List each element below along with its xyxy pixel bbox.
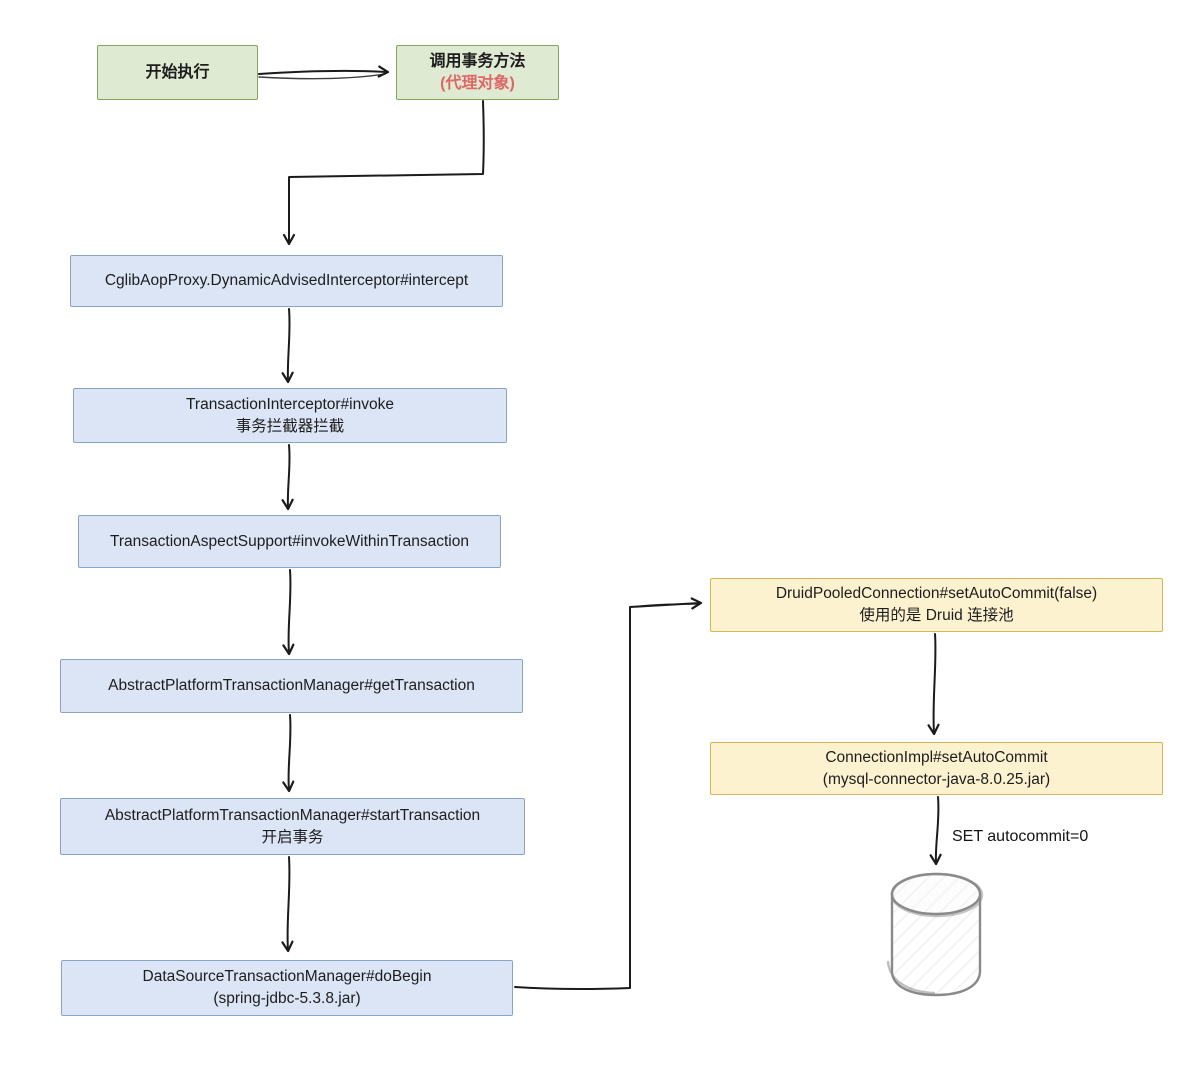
database-top-hatch [892,874,980,914]
node-call-tx-method-sub: (代理对象) [440,74,515,92]
node-tx-interceptor-invoke-sub: 事务拦截器拦截 [235,417,345,435]
node-tx-aspect-support[interactable]: TransactionAspectSupport#invokeWithinTra… [78,515,501,568]
database-top-fill [892,874,980,914]
edge-start-to-call-sketch [258,73,386,80]
database-body-hatch [892,894,980,995]
node-do-begin-sub: (spring-jdbc-5.3.8.jar) [213,990,361,1007]
node-connectionimpl-set-autocommit-sub: (mysql-connector-java-8.0.25.jar) [822,770,1051,788]
edge-dobegin-to-druid [514,597,703,990]
edge-starttx-to-dobegin [281,856,294,953]
node-do-begin[interactable]: DataSourceTransactionManager#doBegin (sp… [61,960,513,1016]
database-top-outline [890,872,982,916]
node-start-transaction-sub: 开启事务 [261,828,324,846]
edge-invoke-to-aspect [281,444,294,511]
node-tx-aspect-support-label: TransactionAspectSupport#invokeWithinTra… [110,532,469,550]
edge-connimpl-to-db [929,796,942,866]
node-cglib-intercept-label: CglibAopProxy.DynamicAdvisedInterceptor#… [104,272,469,289]
database-body-outline [890,891,982,997]
edge-druid-to-connimpl [927,633,940,736]
node-call-tx-method-label: 调用事务方法 [429,52,526,70]
edge-start-to-call [258,65,390,78]
edge-intercept-to-invoke [281,308,294,384]
database-bottom-sketch [886,960,936,995]
node-start[interactable]: 开始执行 [97,45,258,100]
node-do-begin-label: DataSourceTransactionManager#doBegin [142,968,432,985]
edge-dobegin-to-druid-sketch [631,603,699,608]
node-druid-set-autocommit-label: DruidPooledConnection#setAutoCommit(fals… [775,585,1098,602]
edge-gettx-to-starttx [282,714,295,793]
node-connectionimpl-set-autocommit-label: ConnectionImpl#setAutoCommit [825,748,1048,766]
sql-statement-label: SET autocommit=0 [952,828,1089,845]
node-cglib-intercept[interactable]: CglibAopProxy.DynamicAdvisedInterceptor#… [70,255,503,307]
node-start-label: 开始执行 [145,63,210,81]
node-start-transaction-label: AbstractPlatformTransactionManager#start… [104,806,481,824]
edge-aspect-to-gettx [282,569,295,656]
node-tx-interceptor-invoke-label: TransactionInterceptor#invoke [186,395,394,413]
database-icon[interactable] [886,872,984,997]
node-druid-set-autocommit[interactable]: DruidPooledConnection#setAutoCommit(fals… [710,578,1163,632]
node-get-transaction[interactable]: AbstractPlatformTransactionManager#getTr… [60,659,523,713]
database-body-fill [892,894,980,995]
node-get-transaction-label: AbstractPlatformTransactionManager#getTr… [108,677,475,694]
node-call-tx-method[interactable]: 调用事务方法 (代理对象) [396,45,559,100]
database-top-outline-sketch [890,872,984,918]
edge-call-to-intercept [282,100,485,246]
node-tx-interceptor-invoke[interactable]: TransactionInterceptor#invoke 事务拦截器拦截 [73,388,507,443]
node-connectionimpl-set-autocommit[interactable]: ConnectionImpl#setAutoCommit (mysql-conn… [710,742,1163,795]
node-start-transaction[interactable]: AbstractPlatformTransactionManager#start… [60,798,525,855]
node-druid-set-autocommit-sub: 使用的是 Druid 连接池 [859,607,1014,624]
